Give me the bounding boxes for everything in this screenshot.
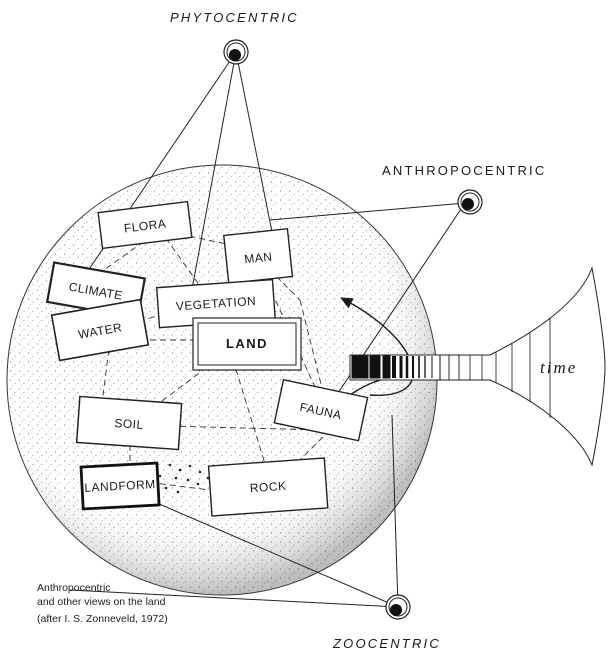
time-label: time [540,358,577,377]
anthropocentric-label: ANTHROPOCENTRIC [382,163,546,178]
man-label: MAN [244,250,273,267]
soil-label: SOIL [114,416,144,432]
component-box-man: MAN [224,229,293,283]
phytocentric-label: PHYTOCENTRIC [170,10,299,25]
component-box-rock: ROCK [209,458,328,516]
phytocentric-node [224,40,248,64]
component-box-soil: SOIL [77,397,182,450]
caption-line-1: Anthropocentric [37,582,111,595]
anthropocentric-node [458,190,482,214]
component-box-landform: LANDFORM [81,463,159,509]
caption-line-3: (after I. S. Zonneveld, 1972) [37,613,168,626]
land-label: LAND [226,336,268,351]
component-box-land: LAND [193,318,301,370]
zoocentric-label: ZOOCENTRIC [332,636,441,651]
rock-label: ROCK [249,479,287,496]
caption-line-2: and other views on the land [37,596,165,609]
zoocentric-node [386,595,410,619]
